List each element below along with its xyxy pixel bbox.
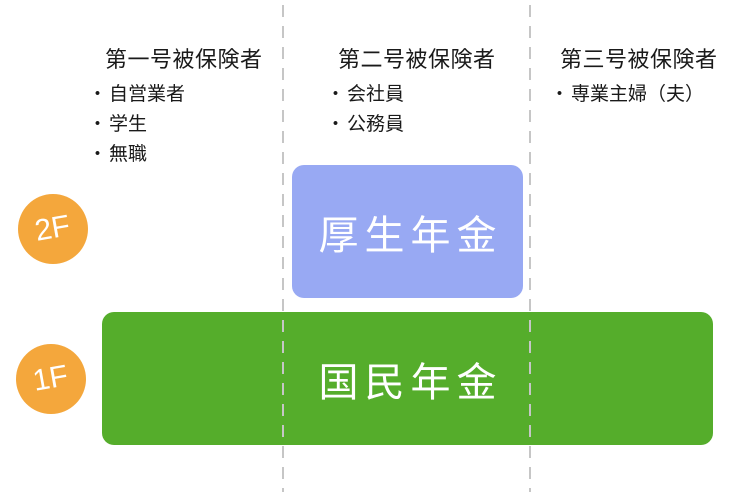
bullet-dot: ・: [88, 144, 108, 165]
column-header-insured-type-3: 第三号被保険者: [560, 47, 718, 72]
list-item: ・会社員: [326, 80, 404, 110]
column-header-insured-type-2: 第二号被保険者: [338, 47, 496, 72]
list-item-label: 専業主婦（夫）: [571, 84, 705, 105]
kosei-nenkin-label: 厚生年金: [318, 213, 503, 258]
list-item: ・専業主婦（夫）: [550, 80, 704, 110]
floor-badge-2f: 2F: [18, 194, 88, 264]
list-item-label: 無職: [109, 144, 148, 165]
insured-type-1-examples: ・自営業者 ・学生 ・無職: [88, 80, 185, 170]
floor-badge-1f: 1F: [16, 344, 86, 414]
column-header-insured-type-1: 第一号被保険者: [105, 47, 263, 72]
list-item-label: 公務員: [347, 114, 405, 135]
bullet-dot: ・: [88, 114, 108, 135]
list-item-label: 会社員: [347, 84, 405, 105]
insured-type-3-examples: ・専業主婦（夫）: [550, 80, 704, 110]
floor-badge-2f-label: 2F: [32, 209, 74, 248]
bullet-dot: ・: [326, 84, 346, 105]
kokumin-nenkin-label: 国民年金: [318, 360, 503, 405]
column-divider-right: [529, 5, 531, 492]
kosei-nenkin-box: 厚生年金: [292, 165, 523, 298]
bullet-dot: ・: [326, 114, 346, 135]
list-item: ・学生: [88, 110, 185, 140]
list-item: ・自営業者: [88, 80, 185, 110]
bullet-dot: ・: [88, 84, 108, 105]
insured-type-2-examples: ・会社員 ・公務員: [326, 80, 404, 140]
column-divider-left: [282, 5, 284, 492]
list-item-label: 自営業者: [109, 84, 186, 105]
kokumin-nenkin-box: 国民年金: [102, 312, 713, 445]
bullet-dot: ・: [550, 84, 570, 105]
list-item-label: 学生: [109, 114, 148, 135]
floor-badge-1f-label: 1F: [30, 359, 72, 398]
list-item: ・無職: [88, 140, 185, 170]
list-item: ・公務員: [326, 110, 404, 140]
